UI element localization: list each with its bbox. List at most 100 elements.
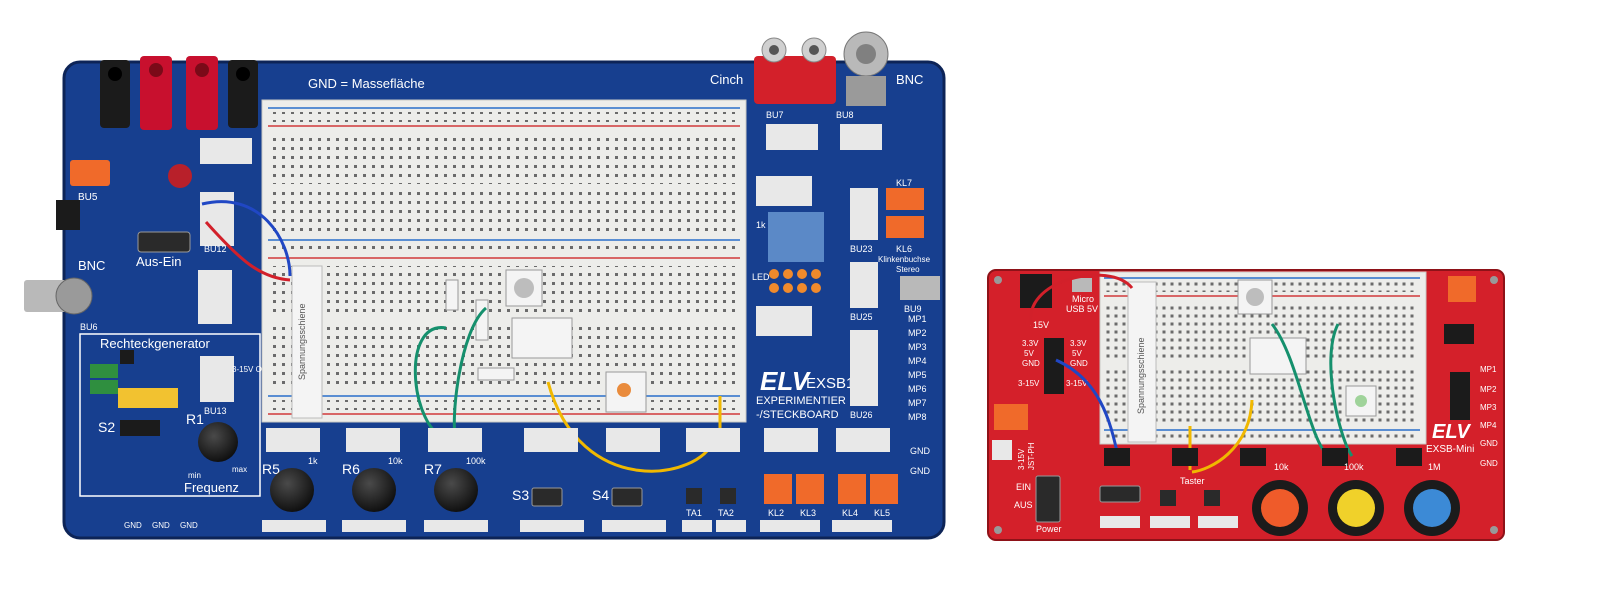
r6-knob[interactable]: [352, 468, 396, 512]
bu26-label: BU26: [850, 410, 873, 420]
bu23-label: BU23: [850, 244, 873, 254]
mini-button-2[interactable]: [1204, 490, 1220, 506]
gnd-label-3: GND: [180, 521, 198, 530]
aus-ein-label: Aus-Ein: [136, 254, 182, 269]
rechteck-label: Rechteckgenerator: [100, 336, 211, 351]
mini-mp-labels: MP1 MP2 MP3 MP4 GND GND: [1480, 365, 1498, 468]
kl7-terminal[interactable]: [886, 188, 924, 210]
bu5-switch[interactable]: [70, 160, 110, 186]
resistor-array: [768, 212, 824, 262]
kl2-terminal[interactable]: [764, 474, 792, 504]
bnc-top-connector: [843, 31, 889, 106]
top-header: [200, 138, 252, 164]
mini-mp-label: GND: [1480, 459, 1498, 468]
mini-relay-module: [1249, 337, 1307, 375]
mini-top-terminal[interactable]: [1448, 276, 1476, 302]
mini-terminal[interactable]: [994, 404, 1028, 430]
ta-header: [686, 428, 740, 452]
kl5-terminal[interactable]: [870, 474, 898, 504]
fuse-cap: [168, 164, 192, 188]
kl3-terminal[interactable]: [796, 474, 824, 504]
blue-wire: [201, 200, 292, 277]
pot-100k-label: 100k: [466, 456, 486, 466]
s2-dip-switch[interactable]: [118, 388, 178, 408]
v315-label: 3-15V: [1018, 379, 1040, 388]
pot-1k-label: 1k: [308, 456, 318, 466]
mini-blue-wire: [1055, 358, 1120, 457]
mini-mp-label: MP1: [1480, 365, 1497, 374]
kl6-terminal[interactable]: [886, 216, 924, 238]
bu8-header: [840, 124, 882, 150]
mp-label: MP6: [908, 384, 927, 394]
knob-100k[interactable]: [1328, 480, 1384, 536]
mini-pot-module: [1237, 279, 1273, 315]
relay-module: [511, 317, 573, 359]
r7-header: [428, 428, 482, 452]
power-label: Power: [1036, 524, 1062, 534]
s4-label: S4: [592, 487, 609, 503]
v33-label: 3.3V: [1022, 339, 1039, 348]
frequenz-label: Frequenz: [184, 480, 239, 495]
mini-jumper: [1444, 324, 1474, 344]
kl4-label: KL4: [842, 508, 858, 518]
frequency-knob[interactable]: [198, 422, 238, 462]
aus-ein-switch[interactable]: [137, 231, 191, 253]
k100-label: 100k: [1344, 462, 1364, 472]
mini-mp-label: MP2: [1480, 385, 1497, 394]
gnd-massefläche-label: GND = Massefläche: [308, 76, 425, 91]
v315-label-r: 3-15V: [1066, 379, 1088, 388]
mini-power-switch[interactable]: [1035, 475, 1061, 523]
mini-button-1[interactable]: [1160, 490, 1176, 506]
mini-spannungsschiene: [1127, 281, 1157, 443]
voltage-header: [1044, 338, 1064, 394]
bu12-label: BU12: [204, 244, 227, 254]
mini-mp-label: MP3: [1480, 403, 1497, 412]
ta1-label: TA1: [686, 508, 702, 518]
micro-label: Micro: [1072, 294, 1094, 304]
kl3-label: KL3: [800, 508, 816, 518]
mp-label: MP3: [908, 342, 927, 352]
bnc-left-label: BNC: [78, 258, 105, 273]
r7-knob[interactable]: [434, 468, 478, 512]
r6-label: R6: [342, 461, 360, 477]
ta2-button[interactable]: [720, 488, 736, 504]
gnd-label-1: GND: [124, 521, 142, 530]
exsb1-board: BU5 Aus-Ein BU12 BNC BU6 Rechteckgenerat…: [24, 31, 946, 540]
mini-v315-rot: 3-15V: [1017, 448, 1026, 470]
r5-header: [266, 428, 320, 452]
m1-label: 1M: [1428, 462, 1441, 472]
r1-label: R1: [186, 411, 204, 427]
fmin-label: min: [188, 471, 201, 480]
gnd-right-2: GND: [910, 466, 931, 476]
usb-label: USB 5V: [1066, 304, 1098, 314]
kl5-label: KL5: [874, 508, 890, 518]
mini-model: EXSB-Mini: [1426, 444, 1474, 455]
taster-label: Taster: [1180, 476, 1205, 486]
s3-header: [524, 428, 578, 452]
bu13-label: BU13: [204, 406, 227, 416]
kl7-label: KL7: [896, 178, 912, 188]
mini-slide-switch[interactable]: [1099, 485, 1141, 503]
gnd-label-r: GND: [1070, 359, 1088, 368]
mp-label: MP8: [908, 412, 927, 422]
v15-label: -15V: [1030, 320, 1049, 330]
mini-spannung-label: Spannungsschiene: [1136, 337, 1146, 414]
knob-1m[interactable]: [1404, 480, 1460, 536]
r5-knob[interactable]: [270, 468, 314, 512]
mp-label: MP5: [908, 370, 927, 380]
s4-switch[interactable]: [611, 487, 643, 507]
mini-mp-label: GND: [1480, 439, 1498, 448]
ein-label: EIN: [1016, 482, 1031, 492]
r6-header: [346, 428, 400, 452]
aus-label: AUS: [1014, 500, 1033, 510]
k10-label: 10k: [1274, 462, 1289, 472]
s4-header: [606, 428, 660, 452]
bu13-header: [200, 356, 234, 402]
ta2-label: TA2: [718, 508, 734, 518]
kl4-terminal[interactable]: [838, 474, 866, 504]
s3-switch[interactable]: [531, 487, 563, 507]
knob-10k[interactable]: [1252, 480, 1308, 536]
stereo-label: Stereo: [896, 265, 920, 274]
bnc-top-label: BNC: [896, 72, 923, 87]
ta1-button[interactable]: [686, 488, 702, 504]
